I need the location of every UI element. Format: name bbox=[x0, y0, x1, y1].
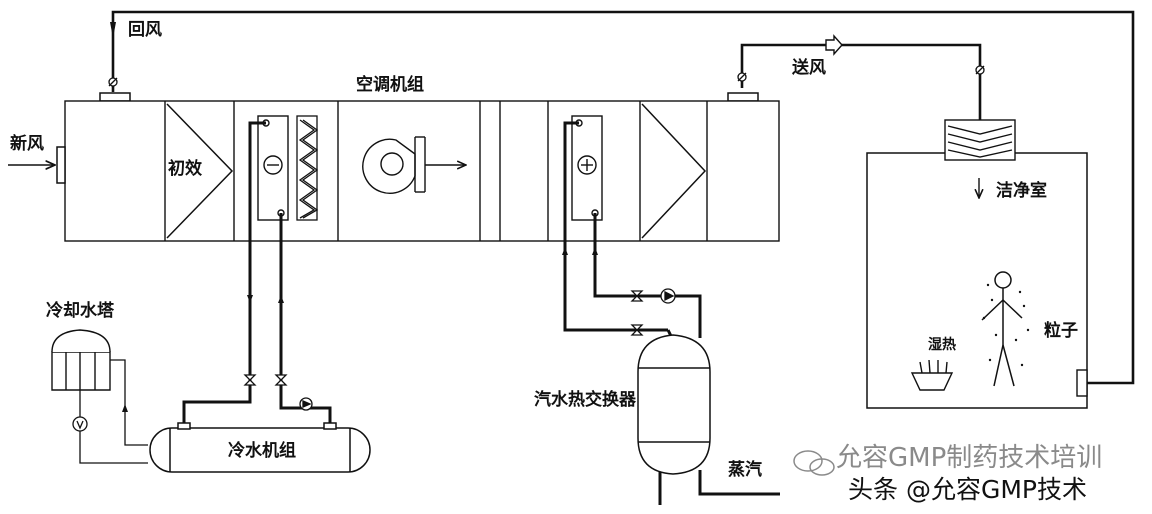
cooling-tower-label: 冷却水塔 bbox=[46, 301, 114, 321]
cooling-tower bbox=[51, 329, 111, 391]
pre-filter-v bbox=[166, 103, 234, 239]
cooling-coil bbox=[257, 115, 289, 221]
air-handling-unit bbox=[64, 100, 780, 242]
cooling-tower-loop bbox=[72, 359, 148, 464]
pre-filter-label: 初效 bbox=[168, 159, 202, 179]
steam-label: 蒸汽 bbox=[728, 460, 762, 480]
fan bbox=[362, 136, 466, 194]
chilled-water-valves bbox=[243, 374, 313, 411]
humidifier-label: 湿热 bbox=[928, 337, 956, 353]
person-figure bbox=[981, 271, 1023, 387]
damper-valves bbox=[108, 65, 985, 87]
supply-diffuser bbox=[944, 119, 1016, 161]
cleanroom-label: 洁净室 bbox=[996, 181, 1047, 201]
cleanroom bbox=[866, 152, 1088, 409]
fresh-air-inlet bbox=[8, 146, 66, 184]
return-air-arrow bbox=[110, 22, 116, 38]
supply-air-label: 送风 bbox=[792, 58, 826, 78]
supply-air-collar bbox=[727, 92, 759, 102]
watermark-line-1: 允容GMP制药技术培训 bbox=[836, 443, 1103, 473]
return-air-grille bbox=[1076, 369, 1088, 397]
particles-label: 粒子 bbox=[1044, 321, 1078, 341]
watermark-logo-icon bbox=[793, 450, 835, 476]
chiller bbox=[149, 422, 371, 473]
steam-valves bbox=[630, 288, 676, 336]
heating-coil bbox=[571, 115, 603, 221]
return-air-collar bbox=[99, 92, 131, 102]
humidifier-bowl bbox=[910, 359, 954, 391]
chiller-label: 冷水机组 bbox=[228, 441, 296, 461]
fresh-air-label: 新风 bbox=[10, 134, 44, 154]
watermark-line-2: 头条 @允容GMP技术 bbox=[848, 475, 1087, 504]
cooling-loop-arrow bbox=[122, 404, 128, 412]
supply-air-arrow bbox=[825, 34, 843, 56]
heat-exchanger-vessel bbox=[637, 334, 711, 475]
flow-arrows bbox=[247, 247, 598, 303]
eliminator bbox=[296, 115, 319, 221]
return-air-label: 回风 bbox=[128, 20, 162, 40]
heat-exchanger-label: 汽水热交换器 bbox=[534, 390, 636, 410]
ahu-label: 空调机组 bbox=[356, 75, 424, 95]
duct-loop bbox=[111, 10, 1135, 385]
particle-dots bbox=[982, 283, 1030, 367]
final-filter-v bbox=[641, 103, 707, 239]
